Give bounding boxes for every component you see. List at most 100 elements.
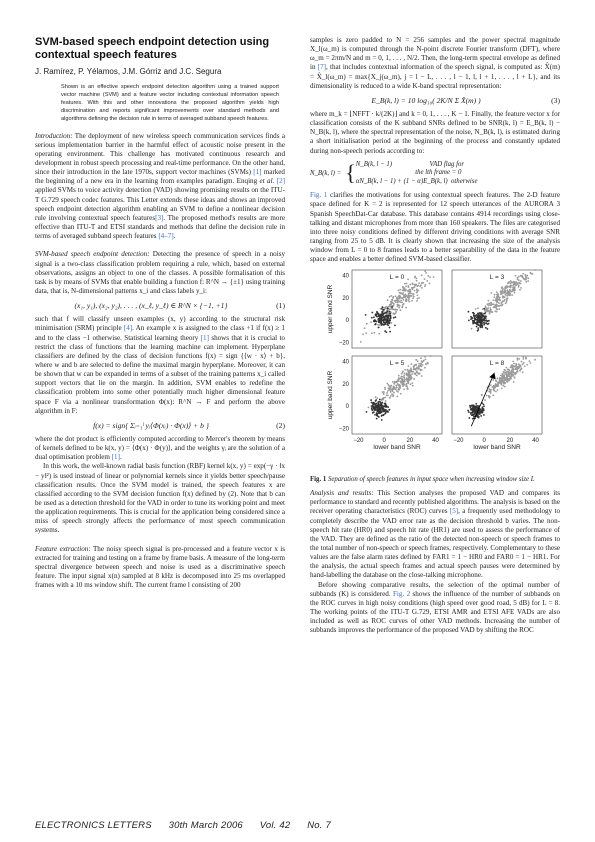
speech-point: [508, 294, 511, 297]
ref-link[interactable]: [7]: [317, 63, 327, 72]
speech-point: [411, 287, 414, 290]
ref-link[interactable]: [2]: [276, 177, 286, 186]
speech-point: [502, 376, 505, 378]
speech-point: [518, 358, 521, 361]
panel-label: L = 8: [490, 360, 505, 367]
noise-point: [483, 316, 486, 319]
noise-point: [476, 415, 479, 418]
speech-point: [407, 286, 410, 289]
speech-point: [410, 377, 413, 380]
noise-point: [467, 410, 470, 412]
abstract: Shown is an effective speech endpoint de…: [61, 84, 279, 122]
noise-point: [376, 311, 378, 314]
speech-point: [432, 276, 435, 279]
speech-point: [522, 358, 525, 361]
noise-point: [477, 407, 479, 410]
fig1-link[interactable]: Fig. 1: [310, 191, 328, 200]
speech-point: [410, 369, 413, 372]
speech-point: [512, 372, 515, 374]
noise-point: [384, 412, 387, 415]
speech-point: [429, 355, 432, 358]
speech-point: [362, 333, 364, 336]
speech-point: [520, 275, 523, 278]
noise-point: [477, 316, 480, 319]
speech-point: [507, 373, 510, 376]
noise-point: [477, 321, 480, 324]
noise-point: [481, 325, 483, 328]
y-tick-label: 20: [342, 382, 349, 388]
speech-point: [402, 303, 405, 306]
speech-point: [496, 389, 499, 392]
ref-link[interactable]: [4]: [123, 324, 133, 333]
noise-point: [388, 322, 391, 325]
speech-point: [495, 380, 498, 383]
speech-point: [424, 358, 427, 361]
speech-point: [408, 301, 411, 303]
speech-point: [419, 285, 422, 288]
speech-point: [405, 374, 408, 376]
speech-point: [516, 283, 519, 286]
speech-point: [528, 360, 531, 363]
speech-point: [498, 299, 501, 302]
speech-point: [396, 309, 399, 311]
noise-point: [468, 417, 471, 420]
ref-link[interactable]: [5]: [449, 507, 459, 516]
speech-point: [410, 363, 413, 366]
noise-point: [471, 413, 474, 416]
ref-link[interactable]: [1]: [200, 333, 209, 342]
ref-link[interactable]: [1]: [111, 453, 120, 462]
ref-link[interactable]: [1]: [253, 168, 262, 177]
speech-point: [401, 378, 403, 381]
speech-point: [503, 300, 505, 303]
speech-point: [500, 382, 503, 385]
speech-point: [415, 292, 418, 295]
speech-point: [481, 308, 484, 311]
noise-point: [479, 316, 482, 319]
noise-point: [381, 311, 384, 313]
speech-point: [501, 301, 504, 304]
ref-link[interactable]: [3]: [155, 213, 164, 222]
speech-point: [421, 364, 424, 367]
noise-point: [483, 313, 485, 316]
noise-point: [480, 324, 483, 327]
noise-point: [467, 319, 470, 322]
noise-point: [471, 312, 474, 315]
speech-point: [489, 304, 492, 307]
noise-point: [381, 312, 384, 315]
speech-point: [390, 322, 393, 325]
arrow-head: [489, 373, 496, 380]
svm-heading: SVM-based speech endpoint detection:: [35, 250, 150, 259]
fig2-link[interactable]: Fig. 2: [392, 589, 411, 598]
speech-point: [525, 277, 527, 280]
noise-point: [486, 328, 489, 331]
speech-point: [504, 369, 507, 372]
speech-point: [506, 286, 509, 289]
noise-point: [472, 314, 475, 317]
speech-point: [521, 363, 524, 366]
noise-point: [379, 405, 382, 408]
speech-point: [393, 392, 395, 394]
speech-point: [510, 378, 512, 381]
speech-point: [500, 290, 503, 293]
speech-point: [384, 396, 387, 399]
speech-point: [422, 360, 425, 363]
noise-point: [387, 324, 390, 327]
speech-point: [382, 398, 385, 401]
speech-point: [401, 384, 404, 386]
speech-point: [498, 308, 501, 311]
ref-link[interactable]: [4–7]: [158, 232, 174, 241]
speech-point: [496, 378, 499, 380]
speech-point: [409, 295, 412, 297]
noise-point: [375, 412, 378, 415]
noise-point: [485, 320, 487, 322]
speech-point: [420, 360, 423, 363]
noise-point: [379, 410, 381, 412]
speech-point: [517, 276, 520, 278]
noise-point: [480, 415, 483, 418]
noise-point: [478, 314, 481, 317]
speech-point: [519, 280, 522, 283]
panel-frame: [451, 356, 543, 435]
speech-point: [401, 385, 404, 388]
speech-point: [505, 367, 508, 369]
noise-point: [481, 406, 484, 409]
